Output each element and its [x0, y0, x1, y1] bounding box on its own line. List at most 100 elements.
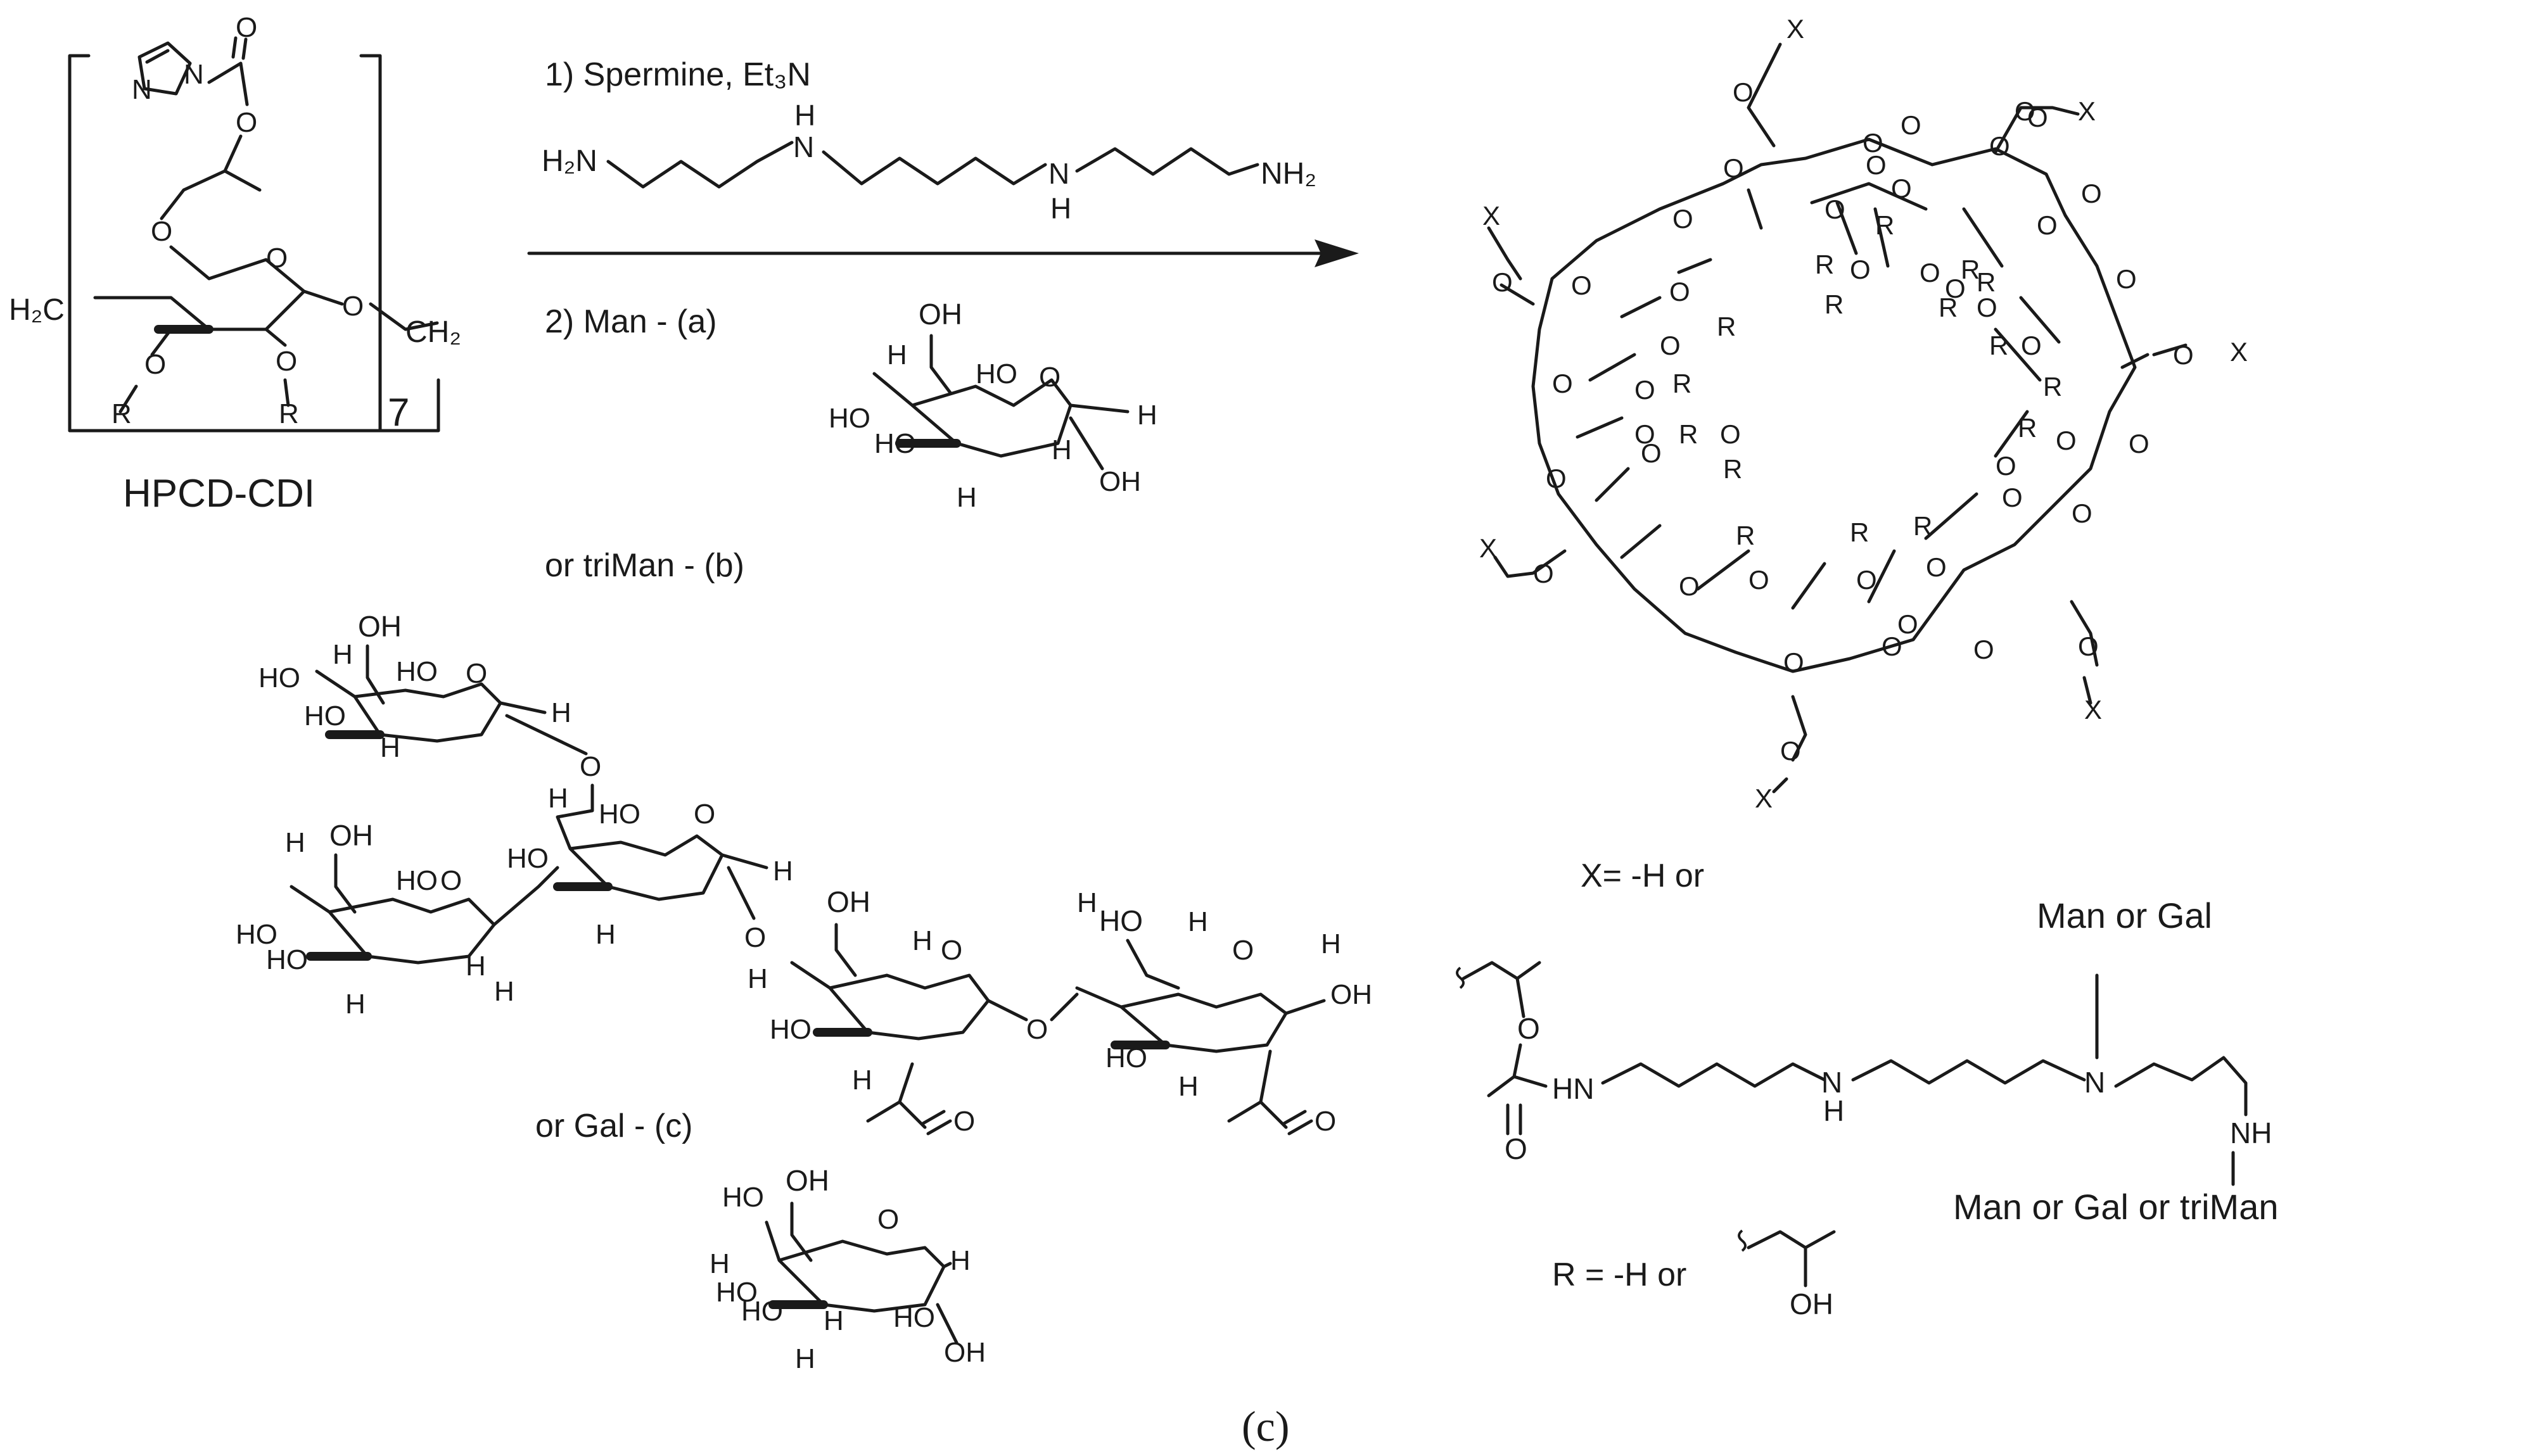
left-bracket — [68, 54, 91, 433]
svg-text:H: H — [887, 339, 907, 370]
starting-material-name: HPCD-CDI — [123, 472, 315, 516]
panel-label: (c) — [1242, 1402, 1289, 1450]
svg-text:HO: HO — [722, 1182, 764, 1213]
x-substituent-chain: O O HN N H N NH — [1456, 961, 2272, 1186]
right-end-label: CH₂ — [405, 315, 461, 349]
svg-text:O: O — [1748, 565, 1769, 595]
svg-text:HO: HO — [976, 358, 1017, 389]
wavy-bond-r — [1738, 1229, 1747, 1252]
product-cyclodextrin-structure: O O O O O O O O O O O O O O O O O O O O … — [1479, 14, 2248, 813]
svg-text:O: O — [1315, 1106, 1336, 1137]
hpcd-cdi-structure: 7 N N O O O O O H₂C CH₂ O R O R HPCD-CDI — [9, 12, 461, 516]
ring-o-label: O — [266, 243, 288, 274]
svg-text:O: O — [2116, 264, 2137, 294]
svg-text:X: X — [2084, 695, 2102, 725]
svg-text:H: H — [795, 1343, 815, 1374]
svg-text:H: H — [912, 925, 933, 956]
svg-text:H: H — [852, 1065, 872, 1096]
svg-text:R: R — [1736, 521, 1755, 550]
svg-text:O: O — [1039, 362, 1060, 393]
svg-text:O: O — [1996, 451, 2016, 481]
svg-text:R: R — [1723, 454, 1742, 484]
imidazole-ring — [137, 41, 192, 96]
svg-text:H: H — [1188, 906, 1208, 937]
svg-text:O: O — [694, 799, 715, 830]
svg-text:R: R — [1961, 255, 1980, 284]
svg-text:O: O — [1505, 1132, 1527, 1165]
imidazole-n2-label: N — [184, 59, 204, 90]
svg-text:O: O — [953, 1106, 975, 1137]
svg-text:X: X — [2078, 96, 2096, 126]
svg-text:O: O — [1977, 293, 1997, 322]
svg-text:O: O — [2129, 429, 2149, 459]
svg-text:O: O — [2037, 210, 2058, 240]
svg-text:O: O — [1492, 267, 1513, 297]
option-c-label: or Gal - (c) — [535, 1108, 692, 1144]
svg-text:O: O — [1679, 571, 1700, 601]
svg-text:H: H — [748, 963, 768, 994]
svg-text:O: O — [1733, 77, 1754, 107]
svg-text:HO: HO — [874, 428, 916, 459]
svg-text:H: H — [710, 1248, 730, 1279]
svg-text:R: R — [2043, 372, 2062, 402]
svg-text:O: O — [1232, 935, 1254, 966]
spermine-h2: H — [1050, 192, 1071, 225]
svg-text:O: O — [1517, 1012, 1540, 1045]
svg-text:O: O — [1026, 1014, 1048, 1045]
svg-text:O: O — [1856, 565, 1877, 595]
svg-text:OH: OH — [358, 610, 402, 643]
svg-text:O: O — [1546, 464, 1567, 493]
svg-text:O: O — [1780, 736, 1801, 766]
svg-text:X: X — [1786, 14, 1804, 44]
svg-text:R: R — [1977, 267, 1996, 297]
svg-text:O: O — [580, 751, 601, 782]
svg-text:O: O — [1926, 552, 1947, 582]
svg-text:O: O — [1669, 277, 1690, 307]
glucose-ring — [93, 245, 306, 331]
svg-text:H: H — [548, 783, 568, 814]
svg-text:X: X — [1482, 201, 1500, 231]
r-label-1: R — [111, 398, 132, 429]
svg-text:H: H — [1178, 1071, 1199, 1102]
r-definition-group: R = -H or OH — [1552, 1229, 1836, 1320]
svg-text:H: H — [1823, 1094, 1844, 1127]
svg-text:O: O — [1660, 331, 1681, 360]
spermine-h1: H — [794, 99, 815, 132]
galactose-structure: HO OH H HO HO O H H HO OH H — [710, 1164, 986, 1374]
reaction-conditions: 1) Spermine, Et₃N H₂N N H N H NH₂ 2) Man… — [527, 56, 1359, 584]
cyclodextrin-macrocycle — [1531, 137, 2137, 673]
option-b-label: or triMan - (b) — [545, 547, 744, 584]
svg-text:O: O — [1863, 128, 1883, 158]
svg-text:X: X — [1755, 783, 1773, 813]
svg-text:O: O — [2015, 96, 2035, 126]
svg-text:X: X — [1479, 533, 1497, 563]
svg-text:O: O — [1634, 375, 1655, 405]
svg-text:OH: OH — [827, 885, 870, 918]
svg-text:O: O — [1783, 647, 1804, 677]
svg-text:HO: HO — [396, 656, 438, 687]
svg-text:R: R — [2018, 413, 2037, 443]
svg-text:H: H — [1052, 434, 1072, 465]
svg-text:O: O — [941, 935, 962, 966]
secondary-nh: NH — [2230, 1117, 2272, 1149]
svg-text:OH: OH — [1330, 979, 1372, 1010]
carbamate-carbonyl — [207, 36, 248, 84]
svg-text:R: R — [1672, 369, 1691, 398]
step-1-label: 1) Spermine, Et₃N — [545, 56, 811, 93]
svg-text:O: O — [144, 349, 166, 380]
trimannose-structure: OH H HO HO HO O H H O H HO HO O H H O OH… — [236, 610, 1372, 1137]
svg-text:HO: HO — [258, 662, 300, 693]
ether-o-label: O — [151, 216, 172, 247]
svg-text:O: O — [1723, 153, 1744, 183]
svg-text:H: H — [950, 1245, 971, 1276]
svg-text:O: O — [2056, 426, 2077, 455]
svg-text:O: O — [744, 922, 766, 953]
svg-text:O: O — [1897, 609, 1918, 639]
svg-text:OH: OH — [1790, 1288, 1833, 1320]
wavy-bond-x — [1456, 966, 1465, 989]
spermine-n1: N — [793, 130, 814, 163]
svg-text:O: O — [1552, 369, 1573, 398]
svg-text:O: O — [1901, 110, 1921, 140]
svg-text:O: O — [1672, 204, 1693, 234]
